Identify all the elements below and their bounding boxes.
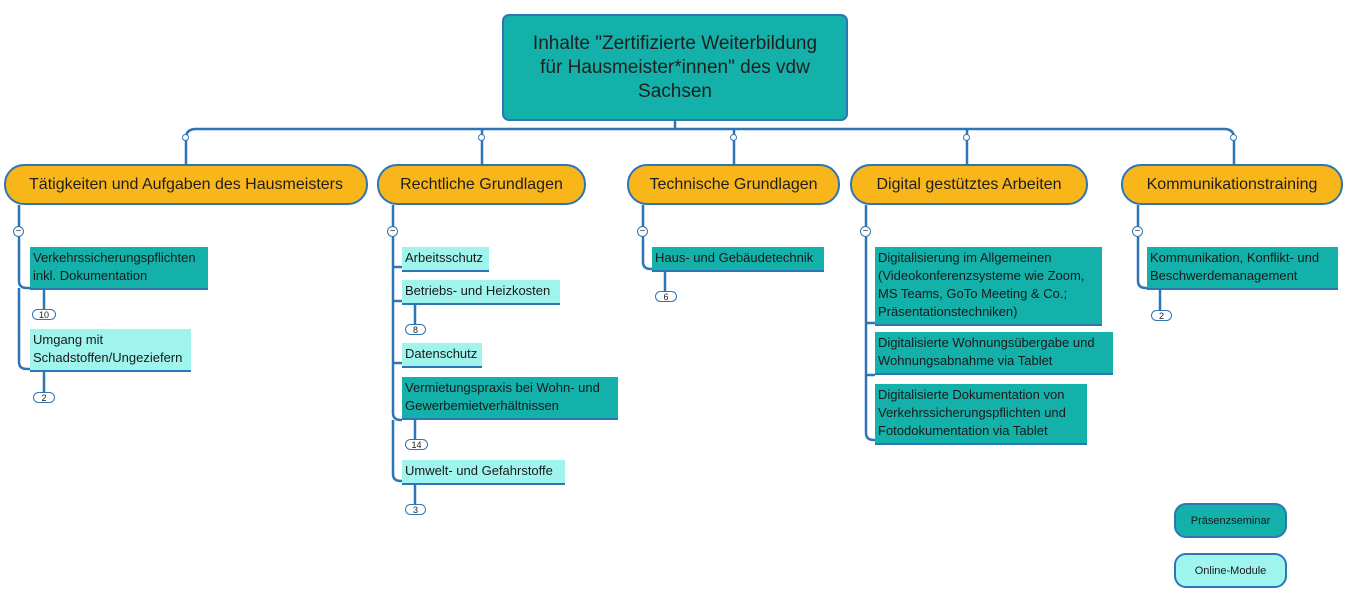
category-label: Technische Grundlagen: [649, 175, 818, 193]
collapse-minus-icon[interactable]: −: [1132, 226, 1143, 237]
topic-line: Vermietungspraxis bei Wohn- und: [405, 380, 600, 395]
root-node[interactable]: Inhalte "Zertifizierte Weiterbildung für…: [502, 14, 848, 121]
topic-line: Gewerbemietverhältnissen: [405, 398, 559, 413]
category-label: Digital gestütztes Arbeiten: [876, 175, 1062, 193]
topic-digitalisierung-allgemein[interactable]: Digitalisierung im Allgemeinen (Videokon…: [875, 247, 1102, 326]
legend-label: Online-Module: [1194, 564, 1267, 577]
topic-umwelt-gefahrstoffe[interactable]: Umwelt- und Gefahrstoffe: [402, 460, 565, 485]
topic-betriebs-heizkosten[interactable]: Betriebs- und Heizkosten: [402, 280, 560, 305]
count-badge: 2: [33, 392, 55, 403]
collapse-minus-icon[interactable]: −: [13, 226, 24, 237]
topic-line: (Videokonferenzsysteme wie Zoom,: [878, 268, 1085, 283]
topic-wohnungsuebergabe[interactable]: Digitalisierte Wohnungsübergabe und Wohn…: [875, 332, 1113, 375]
topic-line: Arbeitsschutz: [405, 250, 484, 265]
topic-verkehrssicherungspflichten[interactable]: Verkehrssicherungspflichten inkl. Dokume…: [30, 247, 208, 290]
topic-digitalisierte-dokumentation[interactable]: Digitalisierte Dokumentation von Verkehr…: [875, 384, 1087, 445]
topic-line: Fotodokumentation via Tablet: [878, 423, 1048, 438]
topic-line: Kommunikation, Konflikt- und: [1150, 250, 1320, 265]
topic-line: Datenschutz: [405, 346, 478, 361]
topic-line: MS Teams, GoTo Meeting & Co.;: [878, 286, 1068, 301]
topic-schadstoffe[interactable]: Umgang mit Schadstoffen/Ungeziefern: [30, 329, 191, 372]
topic-line: Beschwerdemanagement: [1150, 268, 1298, 283]
category-label: Tätigkeiten und Aufgaben des Hausmeister…: [29, 175, 343, 193]
category-technische-grundlagen[interactable]: Technische Grundlagen: [627, 164, 840, 205]
topic-line: Digitalisierte Dokumentation von: [878, 387, 1065, 402]
topic-line: Digitalisierung im Allgemeinen: [878, 250, 1052, 265]
count-badge: 3: [405, 504, 426, 515]
topic-line: inkl. Dokumentation: [33, 268, 148, 283]
connector-knob: [1230, 134, 1237, 141]
count-badge: 2: [1151, 310, 1172, 321]
topic-arbeitsschutz[interactable]: Arbeitsschutz: [402, 247, 489, 272]
topic-haus-gebaeudetechnik[interactable]: Haus- und Gebäudetechnik: [652, 247, 824, 272]
category-kommunikationstraining[interactable]: Kommunikationstraining: [1121, 164, 1343, 205]
count-badge: 8: [405, 324, 426, 335]
collapse-minus-icon[interactable]: −: [387, 226, 398, 237]
topic-line: Schadstoffen/Ungeziefern: [33, 350, 183, 365]
category-label: Kommunikationstraining: [1146, 175, 1318, 193]
category-digital-gestuetztes-arbeiten[interactable]: Digital gestütztes Arbeiten: [850, 164, 1088, 205]
root-title: Inhalte "Zertifizierte Weiterbildung für…: [532, 32, 818, 102]
count-badge: 10: [32, 309, 56, 320]
topic-vermietungspraxis[interactable]: Vermietungspraxis bei Wohn- und Gewerbem…: [402, 377, 618, 420]
topic-line: Verkehrssicherungspflichten: [33, 250, 196, 265]
category-taetigkeiten[interactable]: Tätigkeiten und Aufgaben des Hausmeister…: [4, 164, 368, 205]
legend-praesenzseminar: Präsenzseminar: [1174, 503, 1287, 538]
legend-online-module: Online-Module: [1174, 553, 1287, 588]
connector-knob: [182, 134, 189, 141]
category-rechtliche-grundlagen[interactable]: Rechtliche Grundlagen: [377, 164, 586, 205]
topic-datenschutz[interactable]: Datenschutz: [402, 343, 482, 368]
connector-knob: [478, 134, 485, 141]
topic-line: Umwelt- und Gefahrstoffe: [405, 463, 553, 478]
count-badge: 6: [655, 291, 677, 302]
topic-kommunikation-konflikt[interactable]: Kommunikation, Konflikt- und Beschwerdem…: [1147, 247, 1338, 290]
topic-line: Präsentationstechniken): [878, 304, 1018, 319]
topic-line: Betriebs- und Heizkosten: [405, 283, 551, 298]
collapse-minus-icon[interactable]: −: [637, 226, 648, 237]
collapse-minus-icon[interactable]: −: [860, 226, 871, 237]
legend-label: Präsenzseminar: [1190, 514, 1271, 527]
category-label: Rechtliche Grundlagen: [400, 175, 563, 193]
connector-knob: [963, 134, 970, 141]
topic-line: Umgang mit: [33, 332, 104, 347]
topic-line: Haus- und Gebäudetechnik: [655, 250, 814, 265]
connector-knob: [730, 134, 737, 141]
topic-line: Wohnungsabnahme via Tablet: [878, 353, 1053, 368]
topic-line: Verkehrssicherungspflichten und: [878, 405, 1066, 420]
topic-line: Digitalisierte Wohnungsübergabe und: [878, 335, 1095, 350]
count-badge: 14: [405, 439, 428, 450]
